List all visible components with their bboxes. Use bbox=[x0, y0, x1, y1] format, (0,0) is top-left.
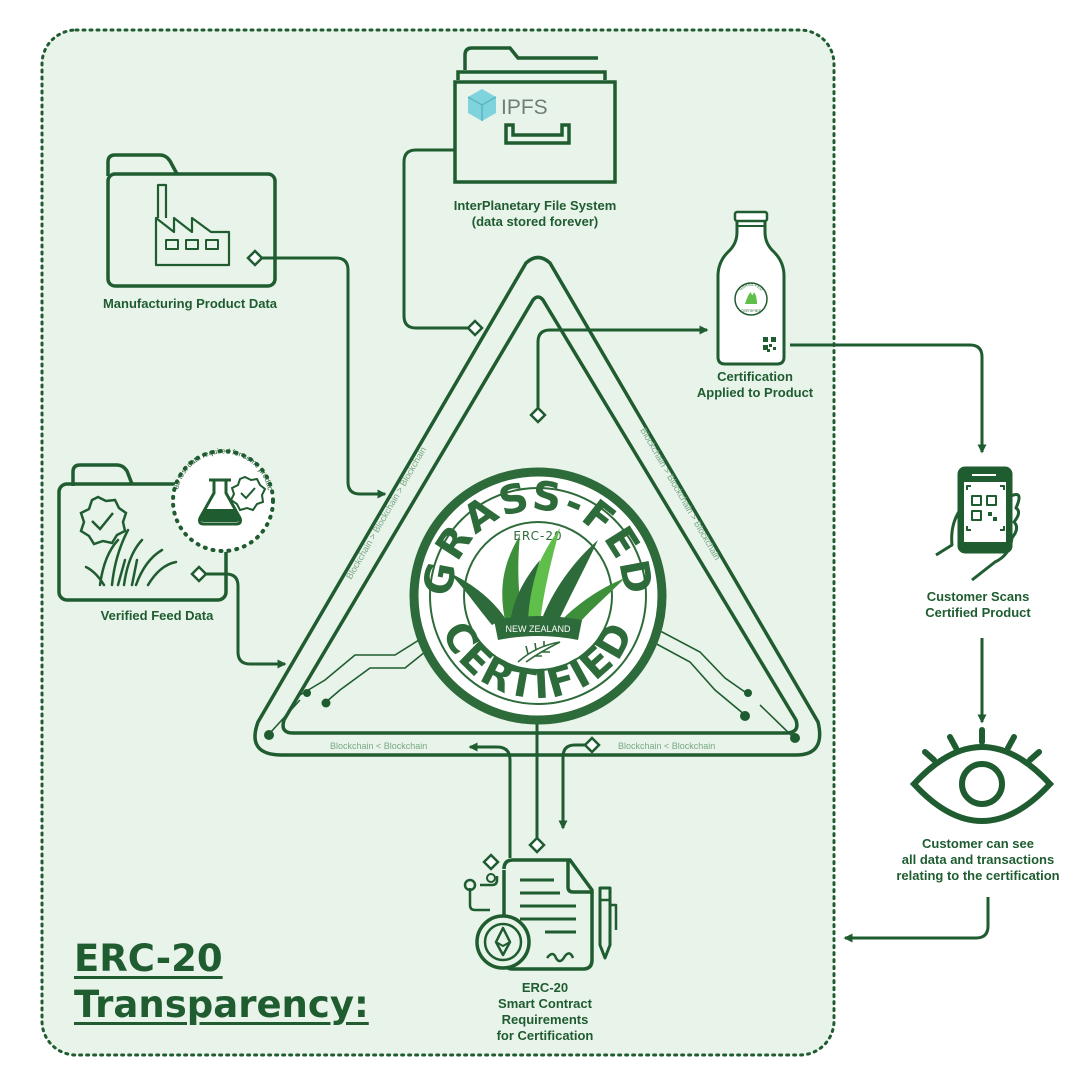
manufacturing-label-text: Manufacturing Product Data bbox=[102, 296, 278, 311]
verified-badge-icon bbox=[79, 495, 128, 546]
seal-country: NEW ZEALAND bbox=[505, 624, 571, 634]
eye-icon bbox=[909, 727, 1055, 824]
see-label-line2: all data and transactions bbox=[901, 852, 1055, 867]
ipfs-logo-text: IPFS bbox=[501, 96, 548, 119]
grass-fed-seal: GRASS-FED CERTIFIED ERC-20 NEW ZEALAND bbox=[409, 467, 667, 725]
contract-label-line3: Requirements bbox=[501, 1012, 589, 1027]
feed-label-text: Verified Feed Data bbox=[100, 608, 214, 623]
ipfs-label-line1: InterPlanetary File System bbox=[453, 198, 617, 213]
bottle-seal-sub: CERTIFIED bbox=[740, 308, 761, 313]
arrow-certification-to-scan bbox=[790, 343, 987, 454]
certification-label-line1: Certification bbox=[717, 369, 793, 384]
contract-document-icon bbox=[463, 858, 618, 971]
contract-label-line1: ERC-20 bbox=[521, 980, 569, 995]
seal-ribbon bbox=[494, 616, 582, 640]
arrow-manufacturing-to-triangle bbox=[255, 256, 387, 499]
milk-bottle-icon: GRASS-FED CERTIFIED bbox=[716, 210, 786, 366]
seal-standard: ERC-20 bbox=[513, 529, 562, 543]
file-cabinet-icon: IPFS bbox=[453, 46, 617, 184]
certification-label: Certification Applied to Product bbox=[670, 369, 840, 401]
arrow-feed-to-triangle bbox=[200, 572, 287, 669]
manufacturing-label: Manufacturing Product Data bbox=[70, 296, 310, 312]
see-label-line1: Customer can see bbox=[922, 836, 1034, 851]
ipfs-logo-icon bbox=[467, 89, 497, 121]
bottle-qr-icon bbox=[763, 337, 776, 352]
ipfs-label-line2: (data stored forever) bbox=[471, 214, 599, 229]
page-title-line2: Transparency: bbox=[74, 983, 369, 1026]
see-label-line3: relating to the certification bbox=[896, 868, 1060, 883]
flow-arrows bbox=[200, 145, 990, 943]
bottle-seal-text: GRASS-FED bbox=[738, 282, 764, 292]
arrow-triangle-to-contract bbox=[558, 743, 592, 830]
contract-label-line2: Smart Contract bbox=[498, 996, 592, 1011]
certification-label-line2: Applied to Product bbox=[696, 385, 814, 400]
factory-folder-icon bbox=[106, 153, 277, 288]
see-label: Customer can see all data and transactio… bbox=[876, 836, 1080, 884]
fern-icon bbox=[517, 641, 561, 663]
flask-icon bbox=[198, 478, 242, 526]
scan-label-line2: Certified Product bbox=[925, 605, 1031, 620]
grass-blades-icon bbox=[84, 528, 178, 587]
circuit-traces bbox=[269, 622, 795, 739]
contract-label-line4: for Certification bbox=[496, 1028, 594, 1043]
blockchain-triangle bbox=[253, 255, 822, 757]
arrow-see-to-panel bbox=[843, 897, 990, 943]
scan-label: Customer Scans Certified Product bbox=[898, 589, 1058, 621]
verified-check-icon bbox=[229, 475, 267, 512]
triangle-label-bottom-right: Blockchain < Blockchain bbox=[618, 741, 715, 751]
contract-label: ERC-20 Smart Contract Requirements for C… bbox=[460, 980, 630, 1044]
connector-diamonds bbox=[190, 249, 601, 871]
scan-label-line1: Customer Scans bbox=[926, 589, 1030, 604]
page-title: ERC-20 Transparency: bbox=[74, 936, 369, 1028]
circuit-nodes bbox=[264, 689, 800, 743]
triangle-label-bottom-left: Blockchain < Blockchain bbox=[330, 741, 427, 751]
phone-qr-icon bbox=[935, 466, 1021, 582]
arrow-seal-to-certification bbox=[536, 325, 709, 415]
ipfs-label: InterPlanetary File System (data stored … bbox=[420, 198, 650, 230]
seal-grass-icon bbox=[448, 528, 625, 628]
page-title-line1: ERC-20 bbox=[74, 937, 223, 980]
arrow-triangle-to-ipfs bbox=[402, 145, 485, 330]
feed-label: Verified Feed Data bbox=[62, 608, 252, 624]
arrow-contract-to-triangle-left bbox=[468, 742, 512, 858]
